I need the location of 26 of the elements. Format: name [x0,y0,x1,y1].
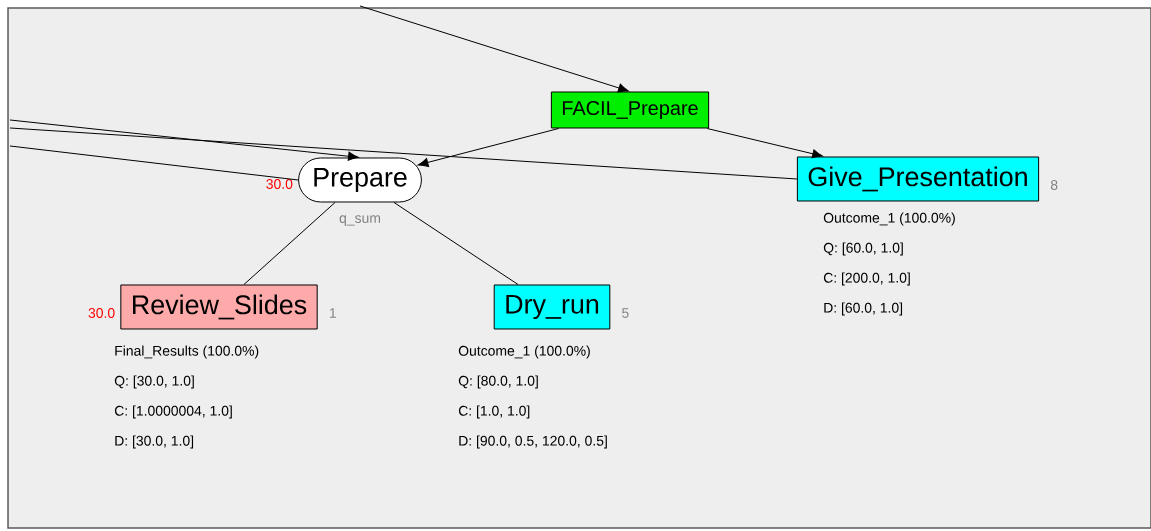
task-box: Review_Slides [120,284,318,330]
value-label: 30.0 [88,308,115,318]
facilitator-box: FACIL_Prepare [550,91,710,129]
detail-text: Q: [30.0, 1.0] [114,375,194,389]
function-label: q_sum [339,215,380,226]
detail-text: D: [30.0, 1.0] [115,435,194,449]
detail-text: Outcome_1 (100.0%) [458,345,590,359]
arrow [359,5,629,93]
index-number: 1 [329,308,336,318]
index-number: 8 [1050,180,1058,190]
detail-text: Outcome_1 (100.0%) [823,212,955,226]
index-number: 5 [622,308,629,318]
detail-text: C: [1.0000004, 1.0] [114,405,232,419]
arrow [417,128,560,167]
detail-text: Final_Results (100.0%) [115,345,259,359]
detail-text: D: [90.0, 0.5, 120.0, 0.5] [459,435,607,449]
arrow [9,119,359,161]
detail-text: Q: [80.0, 1.0] [458,375,538,389]
detail-text: Q: [60.0, 1.0] [823,242,903,256]
detail-text: D: [60.0, 1.0] [824,302,903,316]
arrow [706,128,823,159]
detail-text: C: [200.0, 1.0] [823,272,910,286]
detail-text: C: [1.0, 1.0] [458,405,530,419]
value-label: 30.0 [266,179,293,189]
task-box: Dry_run [493,284,611,330]
task-box: Give_Presentation [796,156,1040,202]
